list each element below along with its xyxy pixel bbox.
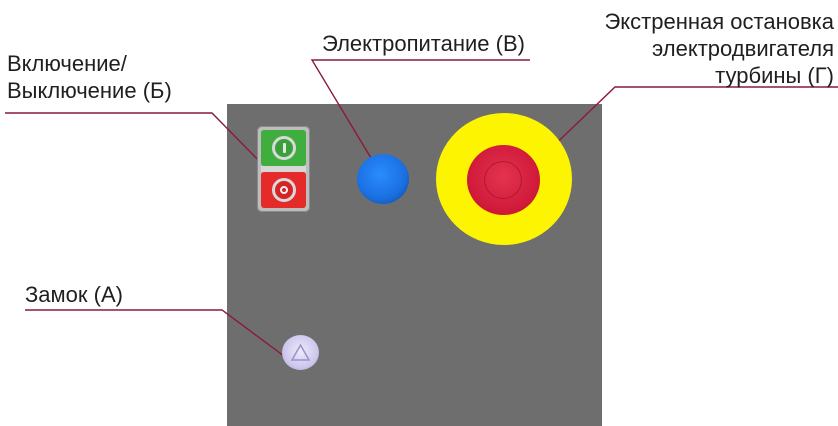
- power-on-icon: [272, 136, 296, 160]
- triangle-key-icon: [290, 343, 311, 361]
- label-lock: Замок (А): [25, 282, 123, 307]
- label-emergency-line3: турбины (Г): [715, 63, 834, 88]
- label-emergency-line1: Экстренная остановка: [604, 9, 834, 34]
- label-on-off-line1: Включение/: [7, 51, 127, 76]
- power-on-button[interactable]: [261, 130, 306, 166]
- on-off-switch[interactable]: [257, 126, 310, 212]
- power-off-button[interactable]: [261, 172, 306, 208]
- label-on-off-line2: Выключение (Б): [7, 78, 172, 103]
- emergency-stop-inner-ring: [484, 161, 522, 199]
- key-lock[interactable]: [282, 335, 319, 370]
- power-off-icon: [272, 178, 296, 202]
- power-indicator-light: [357, 154, 409, 204]
- label-on-off: Включение/ Выключение (Б): [7, 50, 172, 104]
- label-emergency: Экстренная остановка электродвигателя ту…: [604, 8, 834, 89]
- label-power: Электропитание (В): [322, 31, 525, 56]
- label-emergency-line2: электродвигателя: [652, 36, 834, 61]
- emergency-stop-button[interactable]: [467, 145, 540, 215]
